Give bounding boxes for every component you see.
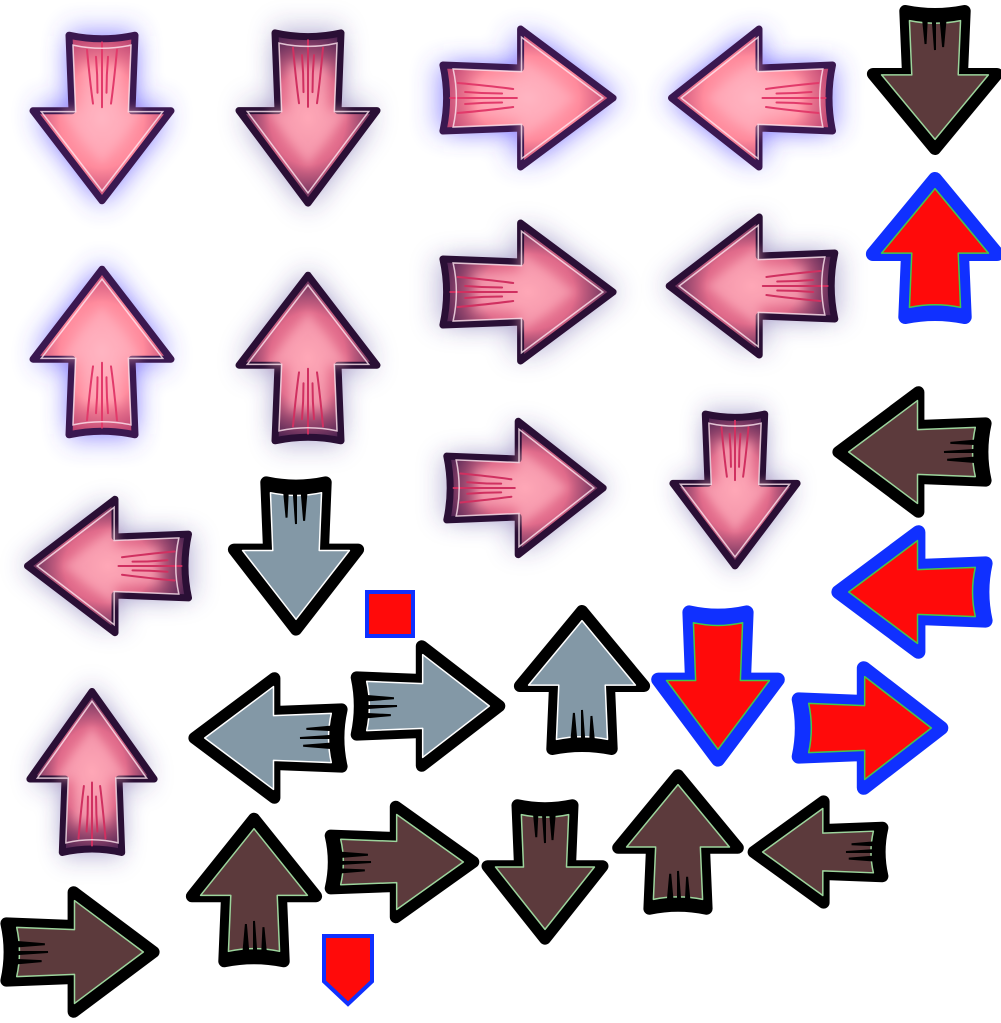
red-arrow-up-1-icon [873, 179, 997, 317]
glow-arrow-right-1-icon [443, 29, 613, 167]
brown-arrow-down-1-icon [873, 11, 997, 149]
glow-arrow-right-3-icon [447, 421, 603, 554]
brown-arrow-right-2-icon [6, 892, 153, 1012]
grey-arrow-left-1-icon [194, 678, 341, 798]
red-arrow-down-1-icon [658, 612, 778, 759]
glow-arrow-up-3-icon [30, 692, 154, 853]
red-hold-tail-icon [322, 934, 374, 1007]
glow-arrow-right-2-icon [443, 223, 613, 361]
glow-arrow-left-1-icon [672, 29, 833, 167]
red-hold-cap-icon [365, 590, 415, 638]
red-arrow-left-1-icon [838, 532, 985, 652]
glow-arrow-left-2-icon [669, 217, 835, 355]
grey-arrow-down-1-icon [234, 482, 358, 629]
glow-arrow-up-1-icon [33, 269, 171, 435]
brown-arrow-up-1-icon [192, 819, 316, 962]
glow-arrow-left-3-icon [28, 499, 189, 632]
glow-arrow-down-1-icon [33, 35, 171, 201]
brown-arrow-down-2-icon [488, 805, 603, 938]
glow-arrow-down-3-icon [673, 414, 797, 566]
brown-arrow-up-2-icon [618, 775, 738, 908]
glow-arrow-down-2-icon [239, 33, 377, 203]
brown-arrow-left-2-icon [754, 801, 883, 902]
grey-arrow-right-1-icon [357, 646, 500, 766]
red-arrow-right-1-icon [799, 668, 942, 788]
grey-arrow-up-1-icon [520, 611, 644, 749]
brown-arrow-right-1-icon [331, 807, 474, 917]
brown-arrow-left-1-icon [838, 392, 985, 512]
glow-arrow-up-2-icon [239, 275, 377, 441]
